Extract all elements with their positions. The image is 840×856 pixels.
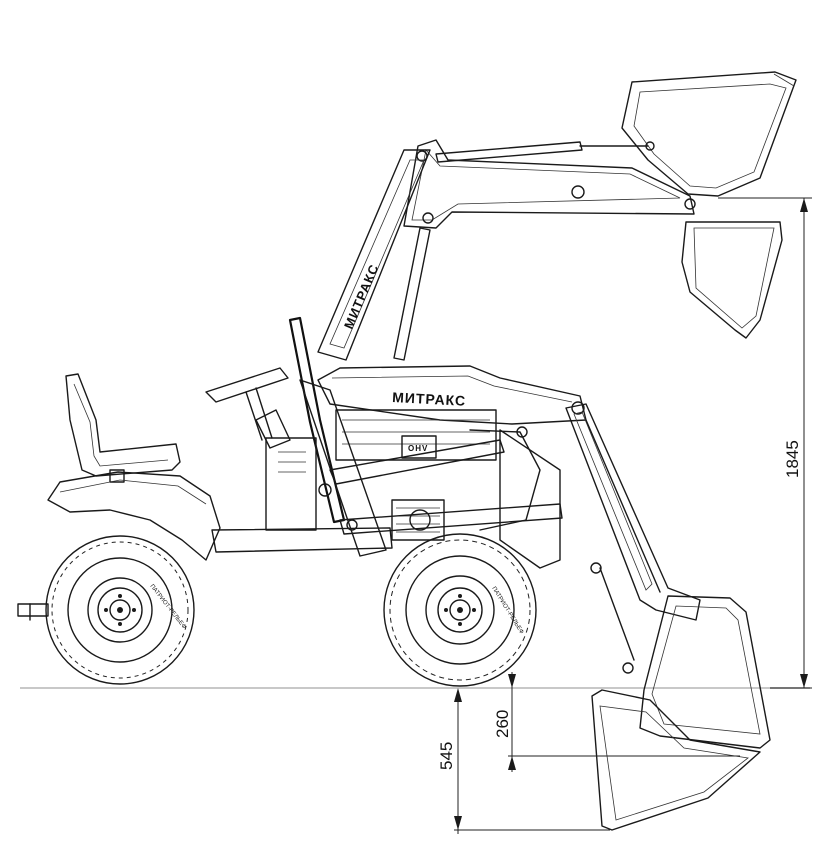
lowered-bucket (591, 595, 771, 831)
seat (65, 373, 181, 483)
raised-bucket (621, 71, 797, 197)
raised-bucket-ghost (681, 221, 783, 339)
bucket-lower-label: 545 (437, 742, 456, 770)
raised-boom-arm (403, 139, 696, 229)
engine: OHV (335, 409, 541, 541)
lowered-boom-arm (565, 403, 701, 674)
front-tire-text: ПАТРИОТ-РЕЛЬЕФ (490, 586, 524, 636)
hood: МИТРАКС (317, 365, 587, 425)
dig-depth-label: 260 (493, 710, 512, 738)
front-wheel: ПАТРИОТ-РЕЛЬЕФ (383, 533, 537, 687)
dimension-bucket-lower: 545 (437, 688, 610, 834)
hood-logo: МИТРАКС (392, 389, 467, 409)
steering (205, 367, 317, 531)
boom-upright: МИТРАКС (317, 149, 431, 361)
max-lift-label: 1845 (783, 440, 802, 478)
dimension-max-lift: 1845 (718, 197, 812, 689)
dimension-dig-depth: 260 (493, 672, 740, 772)
rear-wheel: ПАТРИОТ-РЕЛЬЕФ (45, 535, 195, 685)
chassis (211, 316, 602, 574)
rear-body (17, 471, 221, 621)
engine-badge: OHV (408, 444, 428, 453)
